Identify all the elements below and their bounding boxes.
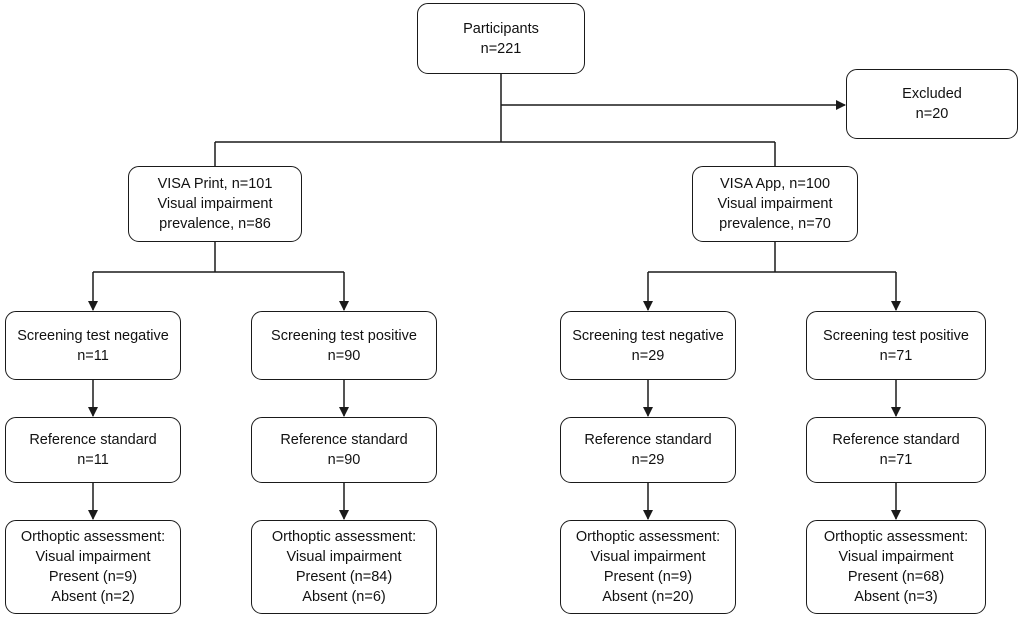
print-arm-line3: prevalence, n=86 [159,216,271,232]
app-negative-orthoptic-box: Orthoptic assessment: Visual impairment … [560,520,736,614]
app-negative-screening-box: Screening test negative n=29 [560,311,736,380]
app-positive-screening-box: Screening test positive n=71 [806,311,986,380]
participants-count: n=221 [480,40,522,57]
app-negative-orthoptic-line1: Orthoptic assessment: [575,529,721,545]
participants-box: Participants n=221 [417,3,585,74]
print-negative-orthoptic-box: Orthoptic assessment: Visual impairment … [5,520,181,614]
app-positive-orthoptic-absent: Absent (n=3) [854,589,938,605]
app-negative-screening-title: Screening test negative [572,327,724,344]
app-negative-orthoptic-present: Present (n=9) [603,569,693,585]
print-positive-orthoptic-box: Orthoptic assessment: Visual impairment … [251,520,437,614]
app-positive-screening-count: n=71 [879,347,913,364]
app-negative-orthoptic-line2: Visual impairment [590,549,706,565]
app-arm-line3: prevalence, n=70 [719,216,831,232]
print-arm-line2: Visual impairment [157,196,273,212]
print-negative-reference-count: n=11 [77,452,109,468]
print-negative-orthoptic-line1: Orthoptic assessment: [20,529,166,545]
print-positive-reference-box: Reference standard n=90 [251,417,437,483]
app-negative-reference-title: Reference standard [584,432,712,448]
print-positive-screening-count: n=90 [327,347,361,364]
print-negative-screening-title: Screening test negative [17,327,169,344]
app-positive-screening-title: Screening test positive [823,327,969,344]
print-positive-screening-box: Screening test positive n=90 [251,311,437,380]
app-arm-line1: VISA App, n=100 [719,176,831,192]
print-positive-orthoptic-line1: Orthoptic assessment: [271,529,417,545]
app-positive-reference-title: Reference standard [832,432,960,448]
print-negative-reference-box: Reference standard n=11 [5,417,181,483]
print-positive-orthoptic-absent: Absent (n=6) [302,589,386,605]
app-positive-orthoptic-box: Orthoptic assessment: Visual impairment … [806,520,986,614]
print-positive-reference-title: Reference standard [280,432,408,448]
app-positive-orthoptic-present: Present (n=68) [847,569,945,585]
print-positive-screening-title: Screening test positive [271,327,417,344]
app-positive-orthoptic-line1: Orthoptic assessment: [823,529,969,545]
app-arm-box: VISA App, n=100 Visual impairment preval… [692,166,858,242]
print-negative-screening-count: n=11 [77,347,109,364]
app-negative-reference-box: Reference standard n=29 [560,417,736,483]
print-positive-orthoptic-line2: Visual impairment [286,549,402,565]
print-negative-reference-title: Reference standard [29,432,157,448]
excluded-count: n=20 [915,106,949,122]
app-positive-reference-count: n=71 [879,452,913,468]
app-negative-screening-count: n=29 [631,347,665,364]
print-positive-orthoptic-present: Present (n=84) [295,569,393,585]
excluded-title: Excluded [902,86,962,102]
participants-title: Participants [463,20,539,37]
print-arm-box: VISA Print, n=101 Visual impairment prev… [128,166,302,242]
excluded-box: Excluded n=20 [846,69,1018,139]
print-negative-orthoptic-line2: Visual impairment [35,549,151,565]
app-negative-reference-count: n=29 [631,452,665,468]
app-negative-orthoptic-absent: Absent (n=20) [602,589,694,605]
print-negative-screening-box: Screening test negative n=11 [5,311,181,380]
print-negative-orthoptic-absent: Absent (n=2) [51,589,135,605]
app-positive-orthoptic-line2: Visual impairment [838,549,954,565]
print-positive-reference-count: n=90 [327,452,361,468]
app-arm-line2: Visual impairment [717,196,833,212]
print-negative-orthoptic-present: Present (n=9) [48,569,138,585]
app-positive-reference-box: Reference standard n=71 [806,417,986,483]
print-arm-line1: VISA Print, n=101 [157,176,273,192]
